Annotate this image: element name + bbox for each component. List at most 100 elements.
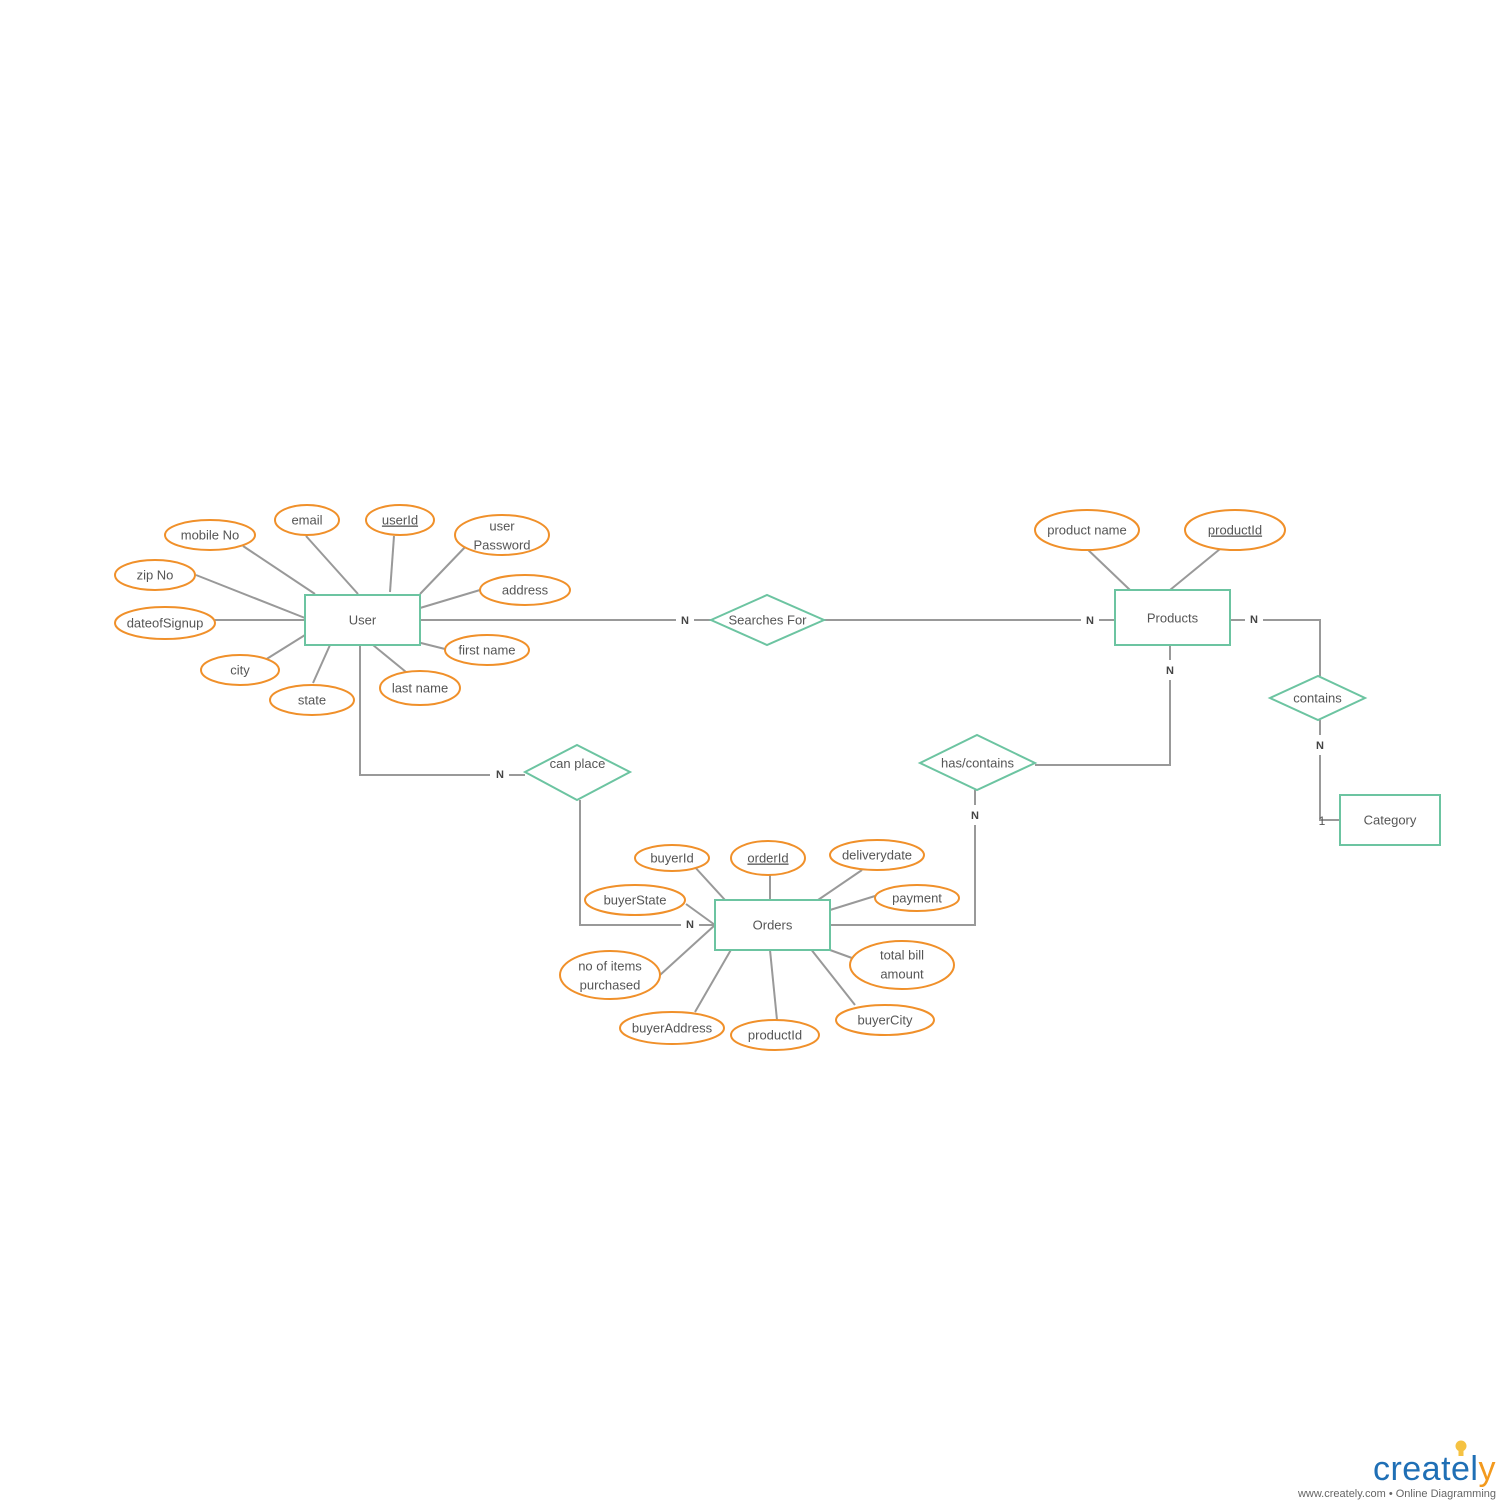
attribute-mobile-no[interactable]: [164, 519, 256, 551]
cardinality-category-one: 1: [1319, 814, 1326, 828]
connector-user-firstname: [416, 641, 446, 650]
cardinality-contains-category: N: [1316, 740, 1324, 752]
attribute-email[interactable]: [274, 504, 340, 536]
attribute-date-of-signup-label: dateofSignup: [127, 616, 204, 631]
connector-canplace-orders: [579, 800, 681, 926]
attribute-first-name[interactable]: [444, 634, 530, 666]
attribute-buyer-city-label: buyerCity: [858, 1013, 913, 1028]
attribute-address[interactable]: [479, 574, 571, 606]
relationship-has-contains-label: has/contains: [941, 756, 1014, 771]
attribute-buyer-id[interactable]: [634, 844, 710, 872]
connector-user-mobile: [242, 545, 316, 595]
brand-name-accent: y: [1478, 1450, 1496, 1488]
cardinality-searches-products: N: [1086, 615, 1094, 627]
connector-products-id: [1169, 548, 1221, 591]
attribute-date-of-signup[interactable]: [114, 606, 216, 640]
creately-brand: creately www.creately.com • Online Diagr…: [1298, 1452, 1496, 1500]
connector-user-password: [419, 543, 469, 595]
brand-name-main: createl: [1372, 1450, 1479, 1488]
attribute-product-name[interactable]: [1034, 509, 1140, 551]
attribute-zip-no-label: zip No: [137, 568, 174, 583]
connector-user-city: [264, 634, 306, 661]
cardinality-products-contains: N: [1250, 614, 1258, 626]
attribute-user-id-label: userId: [382, 513, 418, 528]
attribute-state[interactable]: [269, 684, 355, 716]
attribute-mobile-no-label: mobile No: [181, 528, 240, 543]
attribute-zip-no[interactable]: [114, 559, 196, 591]
cardinality-canplace-orders: N: [686, 919, 694, 931]
attribute-orders-product-id[interactable]: [730, 1019, 820, 1051]
connector-orders-deliverydate: [817, 869, 863, 901]
attribute-buyer-city[interactable]: [835, 1004, 935, 1036]
connector-user-address: [419, 589, 481, 609]
attribute-user-password-label-line1: user: [489, 519, 515, 534]
attribute-products-product-id-label: productId: [1208, 523, 1262, 538]
connector-user-email: [305, 535, 359, 595]
connector-products-hascontains: [1035, 680, 1171, 766]
attribute-products-product-id[interactable]: [1184, 509, 1286, 551]
relationship-contains[interactable]: [1267, 674, 1368, 722]
brand-tagline: www.creately.com • Online Diagramming: [1297, 1488, 1496, 1500]
connector-user-zip: [195, 574, 306, 619]
attribute-buyer-address-label: buyerAddress: [632, 1021, 713, 1036]
relationship-contains-label: contains: [1293, 691, 1342, 706]
connector-products-contains: [1263, 619, 1321, 676]
attribute-items-purchased[interactable]: [559, 950, 661, 1000]
attribute-total-bill[interactable]: [849, 940, 955, 990]
connector-user-state: [312, 644, 331, 684]
brand-logo: creately: [1298, 1452, 1496, 1486]
entity-category[interactable]: [1339, 794, 1441, 846]
connector-hascontains-orders: [830, 825, 976, 926]
attribute-city[interactable]: [200, 654, 280, 686]
attribute-payment[interactable]: [874, 884, 960, 912]
attribute-total-bill-label-line2: amount: [880, 967, 924, 982]
attribute-last-name-label: last name: [392, 681, 448, 696]
connector-user-lastname: [372, 644, 407, 673]
attribute-city-label: city: [230, 663, 250, 678]
attribute-user-password[interactable]: [454, 514, 550, 556]
attribute-order-id-label: orderId: [747, 851, 788, 866]
entity-orders[interactable]: [714, 899, 831, 951]
attribute-last-name[interactable]: [379, 670, 461, 706]
attribute-buyer-id-label: buyerId: [650, 851, 693, 866]
attribute-state-label: state: [298, 693, 326, 708]
attribute-buyer-state-label: buyerState: [604, 893, 667, 908]
attribute-user-password-label-line2: Password: [473, 538, 530, 553]
connector-user-canplace: [359, 645, 490, 776]
cardinality-searches-user: N: [681, 615, 689, 627]
cardinality-products-hascontains: N: [1166, 665, 1174, 677]
attribute-first-name-label: first name: [458, 643, 515, 658]
connector-orders-buyerstate: [685, 903, 716, 926]
entity-products[interactable]: [1114, 589, 1231, 646]
lightbulb-icon: [1455, 1440, 1467, 1456]
entity-orders-label: Orders: [753, 918, 793, 933]
connector-orders-totalbill: [829, 949, 853, 959]
attribute-buyer-state[interactable]: [584, 884, 686, 916]
connector-orders-items: [659, 924, 716, 976]
connector-contains-category: [1319, 755, 1333, 821]
connector-orders-productid: [769, 949, 778, 1021]
attribute-items-purchased-label-line2: purchased: [580, 978, 641, 993]
attribute-items-purchased-label-line1: no of items: [578, 959, 642, 974]
attribute-order-id[interactable]: [730, 840, 806, 876]
relationship-searches-for[interactable]: [708, 593, 827, 647]
connector-products-name: [1083, 545, 1131, 591]
attribute-buyer-address[interactable]: [619, 1011, 725, 1045]
attribute-product-name-label: product name: [1047, 523, 1127, 538]
entity-products-label: Products: [1147, 611, 1199, 626]
connector-orders-payment: [829, 895, 876, 911]
entity-user[interactable]: [304, 594, 421, 646]
relationship-has-contains[interactable]: [917, 733, 1038, 792]
relationship-can-place[interactable]: [522, 743, 633, 802]
connector-orders-buyerid: [692, 864, 726, 901]
attribute-delivery-date-label: deliverydate: [842, 848, 912, 863]
entity-category-label: Category: [1364, 813, 1417, 828]
attribute-payment-label: payment: [892, 891, 942, 906]
attribute-user-id[interactable]: [365, 504, 435, 536]
attribute-delivery-date[interactable]: [829, 839, 925, 871]
connector-user-userid: [389, 535, 395, 593]
connector-lines: [195, 535, 1340, 1021]
cardinality-hascontains-orders: N: [971, 810, 979, 822]
cardinality-canplace-user: N: [496, 769, 504, 781]
